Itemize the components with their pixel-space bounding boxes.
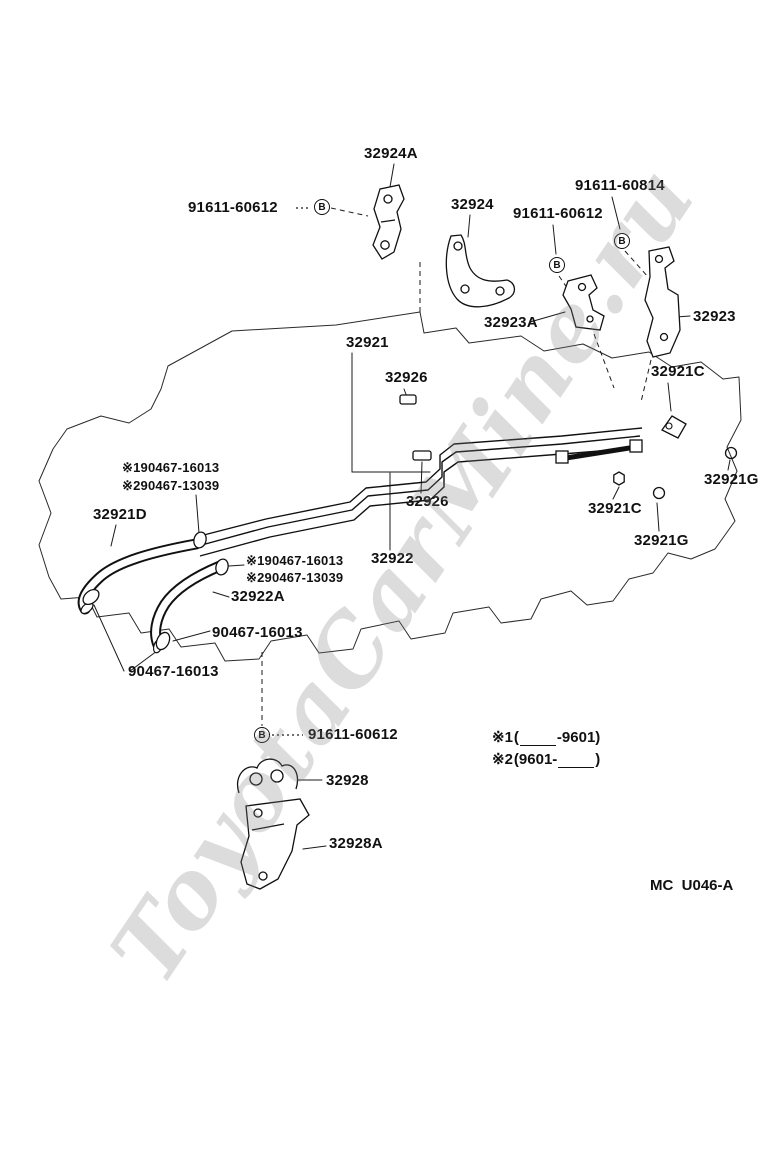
part-label-32921g-right: 32921G [704, 471, 759, 488]
part-label-91611-60612-bottom: 91611-60612 [308, 726, 398, 743]
part-label-32922: 32922 [371, 550, 414, 567]
legend-line-1: ※1 ( -9601) [492, 724, 600, 746]
engine-outline [38, 311, 742, 662]
part-label-note2b-90467-13039: ※290467-13039 [246, 570, 344, 585]
part-label-32928: 32928 [326, 772, 369, 789]
nut-32921c [613, 471, 625, 486]
legend-blank-2 [558, 754, 595, 768]
bracket-32923 [644, 246, 681, 358]
part-label-32921g-mid: 32921G [634, 532, 689, 549]
legend-mark-1: ※1 [492, 729, 513, 746]
legend-range1-open: ( [513, 729, 519, 746]
part-label-32928a: 32928A [329, 835, 383, 852]
part-label-91611-60612-top: 91611-60612 [188, 199, 278, 216]
part-label-32921d: 32921D [93, 506, 147, 523]
elbow-32921c-port [665, 422, 673, 430]
part-label-91611-60814: 91611-60814 [575, 177, 665, 194]
pipe-32922 [199, 450, 601, 557]
legend-range1-end: -9601) [556, 729, 601, 746]
dotted-leader-lines [272, 207, 311, 736]
part-label-32921c-mid: 32921C [588, 500, 642, 517]
part-label-note1b-90467-16013: ※190467-16013 [246, 553, 344, 568]
part-label-32923: 32923 [693, 308, 736, 325]
hose-clamps [82, 531, 229, 651]
hose-32921d [77, 538, 202, 615]
part-label-32924: 32924 [451, 196, 494, 213]
flex-hose-fitting-left [555, 450, 569, 464]
legend-mark-2: ※2 [492, 751, 513, 768]
part-label-90467-16013-a: 90467-16013 [212, 624, 303, 641]
flex-hose-fitting-right [629, 439, 643, 453]
part-label-90467-16013-b: 90467-16013 [128, 663, 219, 680]
clamp-90467-lower [155, 631, 171, 651]
bracket-32928a [240, 798, 310, 890]
part-label-32924a: 32924A [364, 145, 418, 162]
legend-blank-1 [519, 732, 556, 746]
pipe-assembly [195, 427, 643, 557]
part-label-32921c-top: 32921C [651, 363, 705, 380]
part-label-32926-mid: 32926 [406, 493, 449, 510]
clamp-32928 [236, 758, 299, 794]
applicability-legend: ※1 ( -9601) ※2 (9601- ) [492, 724, 600, 768]
part-label-note2-90467-13039: ※290467-13039 [122, 478, 220, 493]
pipe-32921 [197, 435, 641, 547]
figure-code: MC U046-A [650, 877, 734, 894]
bolt-head-marker-icon: B [254, 727, 270, 743]
legend-range2-open: (9601- [513, 751, 558, 768]
legend-range2-close: ) [595, 751, 601, 768]
pipe-upper [195, 427, 643, 538]
bolt-head-marker-icon: B [614, 233, 630, 249]
fitting-32926-upper [399, 394, 417, 405]
bolt-head-marker-icon: B [314, 199, 330, 215]
elbow-32921c [661, 415, 687, 439]
bracket-32924a [372, 184, 405, 260]
legend-line-2: ※2 (9601- ) [492, 746, 600, 768]
part-label-32921: 32921 [346, 334, 389, 351]
part-label-note1-90467-16013: ※190467-16013 [122, 460, 220, 475]
clamp-90467-note-1 [193, 531, 207, 549]
part-label-32922a: 32922A [231, 588, 285, 605]
bracket-32924 [445, 234, 516, 308]
clamp-90467-note-2 [215, 558, 229, 576]
bracket-32923a [562, 274, 605, 331]
part-label-32923a: 32923A [484, 314, 538, 331]
bolt-head-marker-icon: B [549, 257, 565, 273]
part-label-32926-top: 32926 [385, 369, 428, 386]
flex-hose [565, 444, 637, 461]
part-label-91611-60612-mid: 91611-60612 [513, 205, 603, 222]
clamp-90467-left [82, 588, 100, 606]
oring-32921g-mid [652, 486, 666, 500]
fitting-32926-lower [412, 450, 432, 461]
oring-32921g-right [724, 446, 738, 460]
